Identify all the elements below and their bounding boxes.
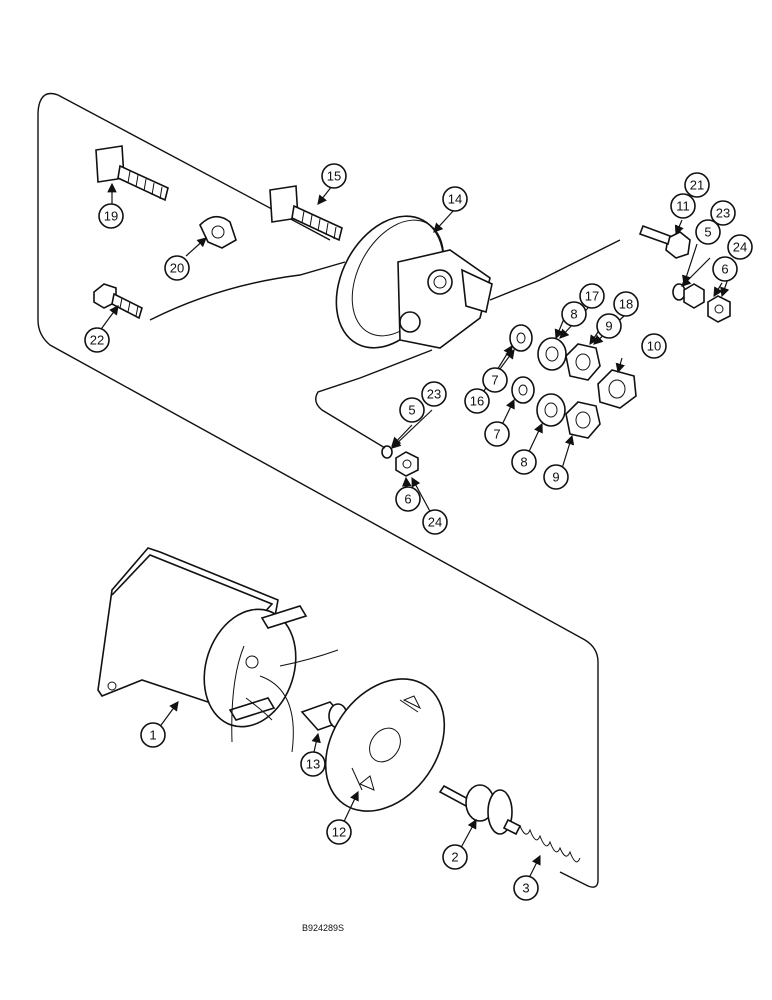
svg-text:3: 3 (522, 881, 529, 896)
nut-10 (597, 369, 637, 409)
svg-text:23: 23 (716, 206, 730, 221)
lockwasher-8-b (536, 393, 566, 427)
svg-text:7: 7 (493, 427, 500, 442)
nut-6-upper (683, 283, 705, 309)
terminal-stud-19 (95, 145, 169, 202)
svg-text:14: 14 (448, 192, 462, 207)
bolt-22 (93, 283, 143, 320)
callout-6-upper: 6 (712, 256, 738, 282)
plunger-2 (438, 784, 522, 836)
svg-text:5: 5 (408, 403, 415, 418)
nut-6-lower (395, 451, 419, 477)
harness-outline (149, 239, 621, 449)
svg-text:9: 9 (605, 319, 612, 334)
svg-text:24: 24 (428, 515, 442, 530)
callout-20: 20 (164, 255, 190, 281)
svg-text:6: 6 (404, 492, 411, 507)
washer-7-a (509, 324, 533, 352)
callout-10: 10 (641, 333, 667, 359)
callout-14: 14 (442, 186, 468, 212)
callout-6-lower: 6 (395, 486, 421, 512)
callout-19: 19 (98, 203, 124, 229)
svg-text:2: 2 (451, 850, 458, 865)
callout-7-lower: 7 (484, 421, 510, 447)
callout-15: 15 (321, 163, 347, 189)
nut-9-a (565, 343, 601, 381)
svg-text:8: 8 (520, 455, 527, 470)
callout-23-lower: 23 (421, 381, 447, 407)
svg-text:21: 21 (690, 178, 704, 193)
solenoid-body-1 (97, 547, 339, 753)
svg-text:19: 19 (104, 209, 118, 224)
callout-24-upper: 24 (727, 234, 753, 260)
svg-text:1: 1 (149, 728, 156, 743)
callout-8-lower: 8 (511, 449, 537, 475)
figure-code: B924289S (302, 923, 344, 933)
terminal-clip-20 (199, 215, 237, 249)
callout-17: 17 (579, 283, 605, 309)
svg-text:20: 20 (170, 261, 184, 276)
callout-12: 12 (326, 819, 352, 845)
callout-5-upper: 5 (695, 219, 721, 245)
svg-text:6: 6 (721, 262, 728, 277)
callout-21: 21 (684, 172, 710, 198)
svg-text:10: 10 (647, 339, 661, 354)
svg-text:7: 7 (491, 373, 498, 388)
callout-16: 16 (464, 388, 490, 414)
svg-text:11: 11 (676, 199, 690, 214)
callout-9-lower: 9 (543, 464, 569, 490)
svg-text:17: 17 (585, 289, 599, 304)
svg-text:13: 13 (306, 757, 320, 772)
svg-text:23: 23 (427, 387, 441, 402)
contact-disc-12 (324, 678, 446, 812)
callout-2: 2 (442, 844, 468, 870)
callout-18: 18 (613, 291, 639, 317)
nut-24-upper (707, 295, 731, 323)
svg-text:9: 9 (552, 470, 559, 485)
svg-text:12: 12 (332, 825, 346, 840)
callout-13: 13 (300, 751, 326, 777)
nut-9-b (565, 401, 601, 439)
svg-text:5: 5 (704, 225, 711, 240)
svg-text:18: 18 (619, 297, 633, 312)
lockwasher-8-a (537, 337, 567, 371)
assembly-group-outline-top (44, 92, 331, 241)
washer-5-lower (381, 445, 393, 459)
callout-3: 3 (513, 875, 539, 901)
svg-text:24: 24 (733, 240, 747, 255)
callout-8-upper: 8 (561, 301, 587, 327)
callout-23-upper: 23 (710, 200, 736, 226)
spring-3 (519, 825, 581, 863)
callout-7-upper: 7 (482, 367, 508, 393)
callout-22: 22 (84, 327, 110, 353)
svg-text:15: 15 (327, 169, 341, 184)
callout-1: 1 (140, 722, 166, 748)
assembly-group-outline (37, 94, 599, 888)
switch-housing-14 (335, 215, 493, 349)
terminal-stud-15 (269, 185, 343, 242)
bolt-11 (638, 224, 691, 259)
callout-24-lower: 24 (422, 509, 448, 535)
svg-text:16: 16 (470, 394, 484, 409)
washer-7-b (511, 376, 535, 404)
callout-9-upper: 9 (596, 313, 622, 339)
callout-5-lower: 5 (399, 397, 425, 423)
svg-text:22: 22 (90, 333, 104, 348)
svg-text:8: 8 (570, 307, 577, 322)
callout-11: 11 (670, 193, 696, 219)
